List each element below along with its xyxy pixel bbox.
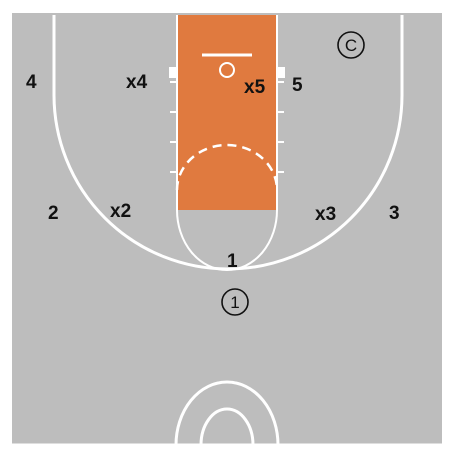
coach-marker-label: C (345, 36, 357, 55)
ball-marker-label: 1 (230, 293, 239, 312)
ball-marker: 1 (221, 288, 249, 316)
right-block (277, 67, 285, 78)
defender-x4-label: x4 (126, 72, 148, 93)
defender-x3-label: x3 (315, 204, 336, 225)
center-circle-inner (199, 407, 255, 446)
rim (219, 62, 235, 78)
lane-hash-marks (170, 81, 284, 173)
player-4-label: 4 (26, 72, 37, 93)
player-1-label: 1 (227, 251, 238, 272)
defender-x2-label: x2 (110, 201, 131, 222)
lane-paint (177, 15, 277, 210)
coach-marker: C (337, 31, 365, 59)
left-block (169, 67, 177, 78)
center-circle-outer (174, 380, 280, 446)
free-throw-dashed-arc (175, 143, 279, 191)
player-3-label: 3 (389, 203, 400, 224)
player-5-label: 5 (292, 75, 303, 96)
player-2-label: 2 (48, 203, 59, 224)
defender-x5-label: x5 (244, 77, 266, 98)
free-throw-arc (176, 209, 278, 271)
